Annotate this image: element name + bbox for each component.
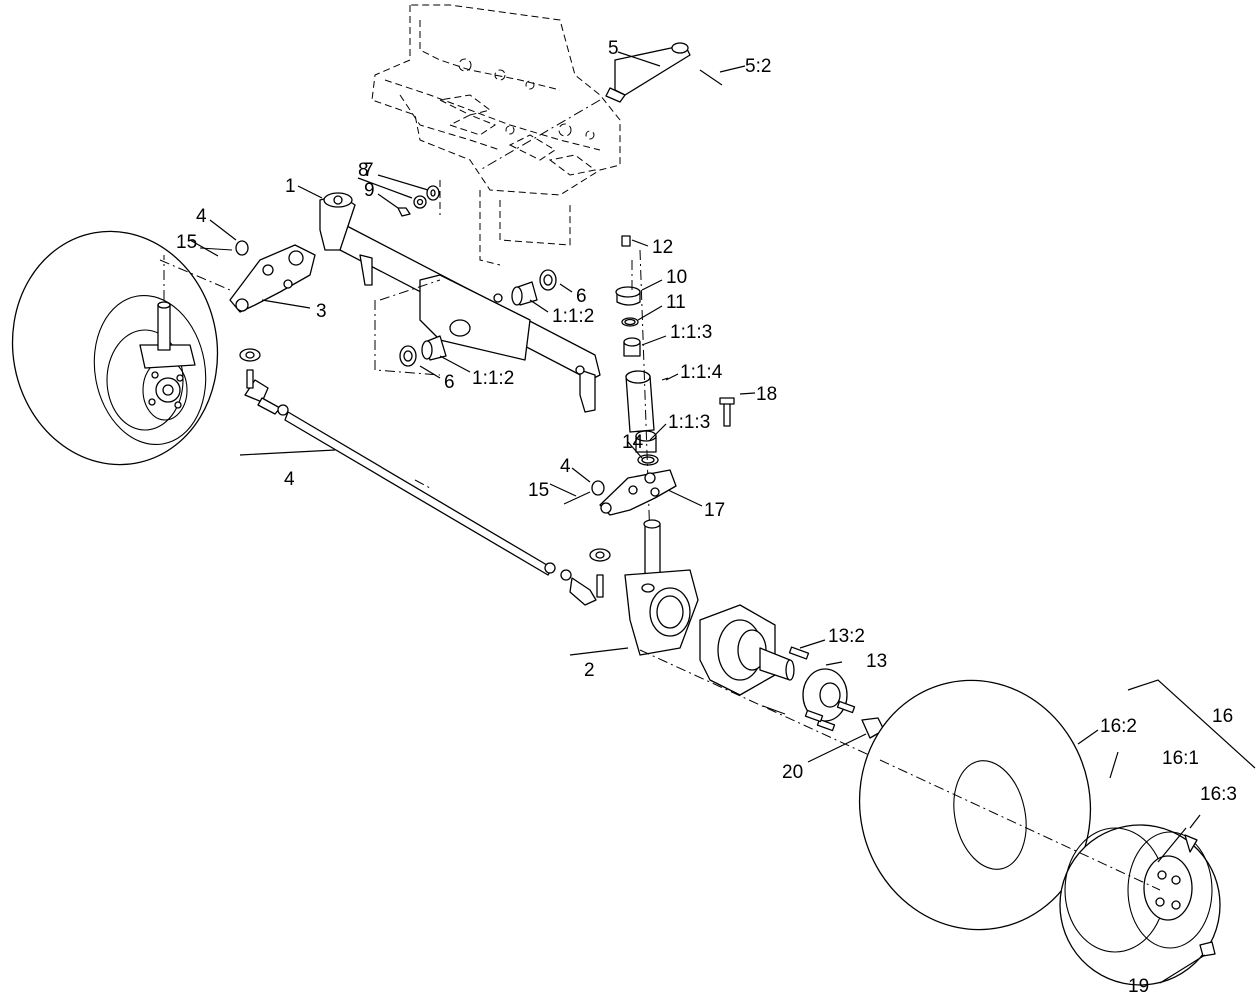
callout-19: 19 <box>1128 976 1149 997</box>
callout-1-1-2-lower: 1:1:2 <box>472 368 514 389</box>
callout-1-1-4: 1:1:4 <box>680 362 723 383</box>
pivot-pin <box>479 42 723 171</box>
callout-4-tie-rod: 4 <box>284 469 295 490</box>
callout-5: 5 <box>608 38 619 59</box>
callout-9: 9 <box>364 180 375 201</box>
callout-16: 16 <box>1212 706 1233 727</box>
pivot-bushings <box>399 269 557 367</box>
callout-1-1-3-lower: 1:1:3 <box>668 412 710 433</box>
callout-1: 1 <box>285 176 296 197</box>
callout-10: 10 <box>666 267 687 288</box>
callout-12: 12 <box>652 237 673 258</box>
callout-7: 7 <box>363 160 374 181</box>
steering-spindle <box>624 519 699 656</box>
leader-lines <box>189 51 1206 984</box>
callout-14: 14 <box>622 432 644 453</box>
callout-15-left: 15 <box>176 232 197 253</box>
callout-20: 20 <box>782 762 803 783</box>
callout-17: 17 <box>704 500 725 521</box>
callout-15-right: 15 <box>528 480 549 501</box>
wheel-hub <box>788 646 885 739</box>
callout-8: 8 <box>358 160 369 181</box>
left-tire <box>11 230 219 466</box>
chassis-frame <box>371 4 621 266</box>
group-bracket-16 <box>1127 679 1256 769</box>
callout-18: 18 <box>756 384 777 405</box>
callout-4-right-arm: 4 <box>560 456 571 477</box>
wheel-motor <box>639 604 881 761</box>
right-tire <box>858 679 1092 931</box>
callout-3: 3 <box>316 301 327 322</box>
callout-13: 13 <box>866 651 887 672</box>
tie-rod <box>244 369 611 606</box>
pivot-hardware <box>397 185 440 217</box>
callout-6-upper: 6 <box>576 286 587 307</box>
front-axle-beam <box>319 192 601 413</box>
callout-16-2: 16:2 <box>1100 716 1137 737</box>
right-steering-arm <box>563 397 735 516</box>
callout-1-1-2-upper: 1:1:2 <box>552 306 594 327</box>
callout-5-2: 5:2 <box>745 56 771 77</box>
callout-labels: 1 2 3 4 4 4 5 5:2 6 6 7 8 9 10 11 12 13 … <box>176 38 1237 997</box>
callout-1-1-3-upper: 1:1:3 <box>670 322 712 343</box>
callout-2: 2 <box>584 660 595 681</box>
callout-6-lower: 6 <box>444 372 455 393</box>
left-steering-arm <box>199 240 316 362</box>
right-rim <box>879 759 1221 986</box>
callout-13-2: 13:2 <box>828 626 865 647</box>
callout-11: 11 <box>666 292 686 313</box>
right-kingpin-stack <box>615 235 669 541</box>
left-wheel-hub <box>106 301 196 431</box>
callout-16-1: 16:1 <box>1162 748 1199 769</box>
callout-4-left-arm: 4 <box>196 206 207 227</box>
callout-16-3: 16:3 <box>1200 784 1237 805</box>
